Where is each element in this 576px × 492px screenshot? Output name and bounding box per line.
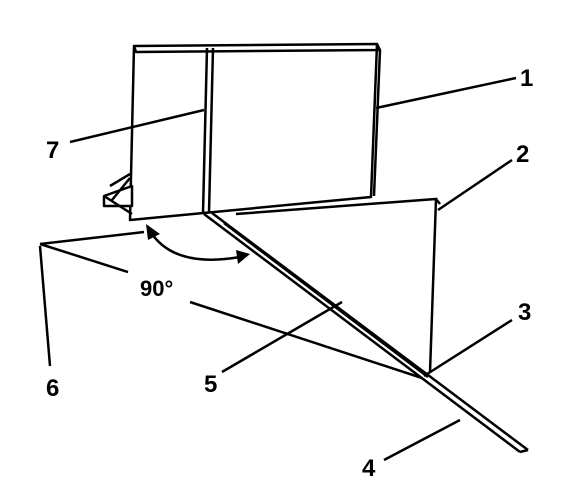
arrowhead-right-icon (236, 250, 250, 264)
leader-lines (38, 76, 517, 462)
callout-4: 4 (362, 455, 376, 482)
callout-5: 5 (204, 371, 217, 398)
panel-foot-bracket (102, 172, 134, 216)
angle-label: 90° (140, 276, 173, 301)
diagonal-straightedge (203, 212, 529, 454)
arrowhead-up-icon (146, 224, 160, 240)
leader-7 (69, 108, 205, 144)
callout-2: 2 (516, 141, 529, 168)
right-angle-arc (150, 233, 241, 261)
callout-7: 7 (46, 137, 59, 164)
leader-3 (423, 318, 513, 378)
upright-panel (128, 42, 382, 222)
callout-1: 1 (520, 65, 533, 92)
base-triangle (235, 197, 441, 373)
callout-6: 6 (46, 375, 59, 402)
leader-5 (221, 300, 343, 374)
reference-line-left (39, 230, 423, 380)
leader-6 (38, 245, 52, 367)
leader-1 (375, 76, 517, 110)
leader-2 (437, 158, 513, 212)
vertical-seam (201, 47, 215, 214)
callout-3: 3 (518, 299, 531, 326)
leader-4 (383, 418, 461, 462)
